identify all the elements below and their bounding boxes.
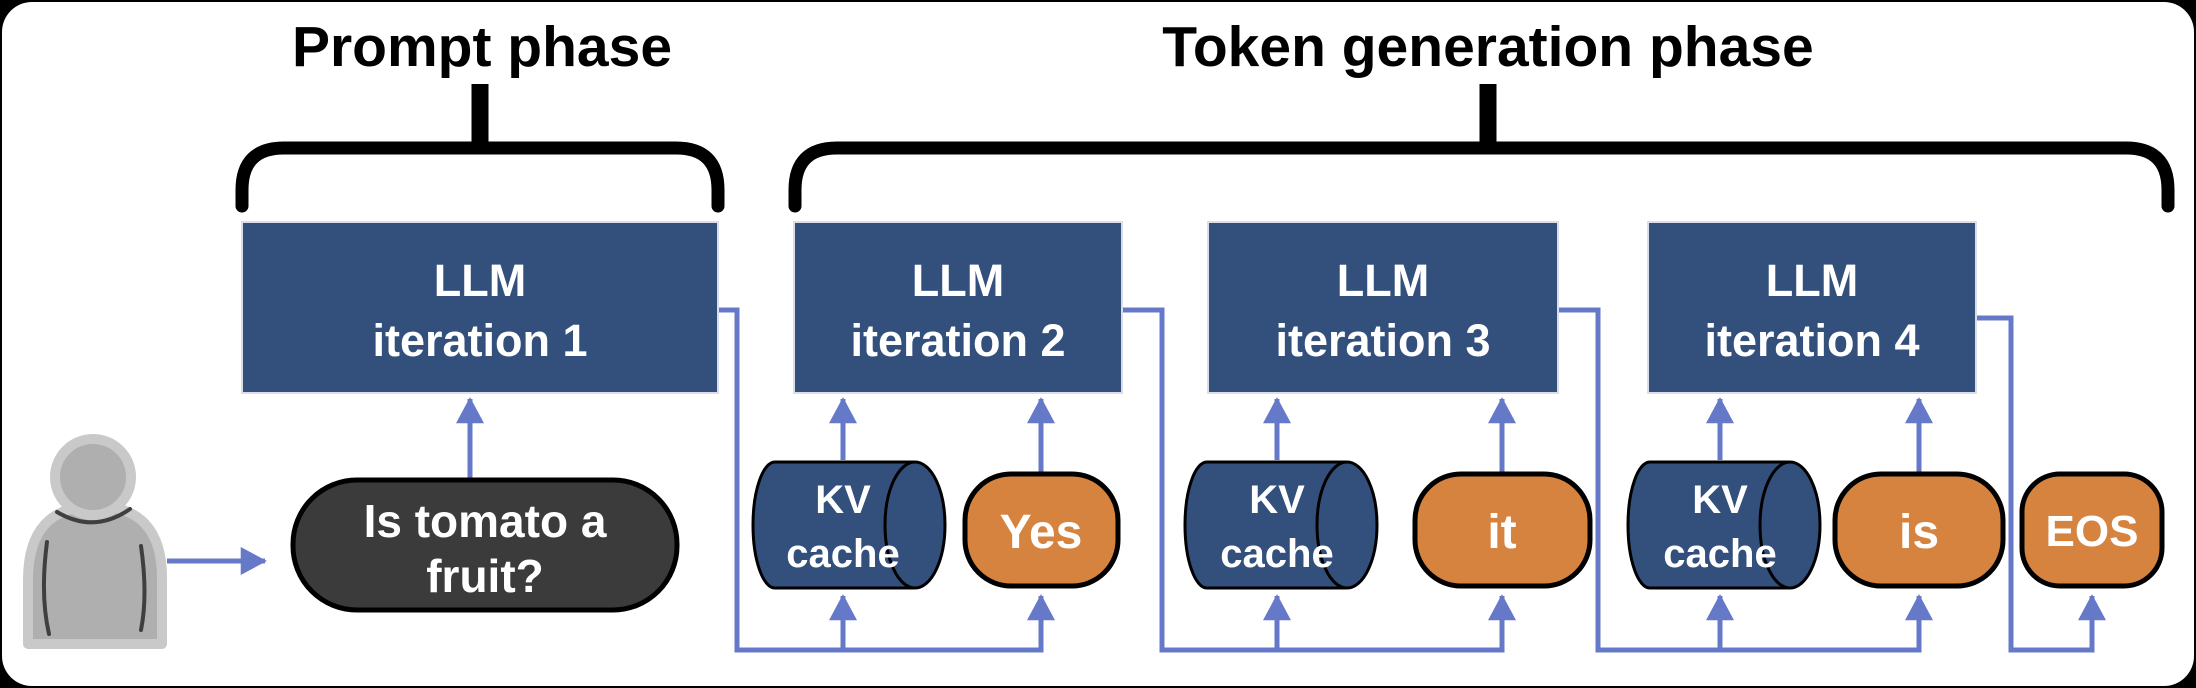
llm-iteration-4-line2: iteration 4	[1704, 315, 1919, 366]
kv-cache-1-line1: KV	[815, 478, 871, 522]
kv-cache-3-cap-line	[1758, 460, 1791, 590]
prompt-phase-brace	[235, 141, 725, 213]
llm-iteration-3-box	[1207, 221, 1559, 394]
token-eos-label: EOS	[2046, 507, 2139, 556]
llm-iteration-2-line2: iteration 2	[850, 315, 1065, 366]
person-seam-right	[139, 544, 147, 632]
llm-iteration-4-group: LLM iteration 4	[1647, 221, 1977, 394]
prompt-bubble	[290, 477, 680, 613]
llm-iteration-3-line1: LLM	[1337, 255, 1429, 306]
kv-cache-2-line1: KV	[1249, 478, 1305, 522]
iter1-output-to-group2-line	[718, 307, 1055, 653]
token-phase-brace	[788, 141, 2175, 213]
person-head	[50, 434, 136, 520]
prompt-bubble-group: Is tomato a fruit?	[290, 477, 680, 613]
kv-cache-2-group: KV cache	[1183, 460, 1379, 590]
token-bubble-eos-group: EOS	[2019, 471, 2165, 589]
token-bubble-is	[1832, 471, 2006, 589]
kv-cache-1-line2: cache	[786, 532, 899, 576]
llm-iteration-3-group: LLM iteration 3	[1207, 221, 1559, 394]
token-bubble-it-group: it	[1412, 471, 1593, 589]
phase-label-prompt: Prompt phase	[292, 15, 672, 79]
llm-iteration-1-group: LLM iteration 1	[241, 221, 719, 394]
iter2-output-to-group3-line	[1122, 307, 1516, 653]
llm-iteration-4-line1: LLM	[1766, 255, 1858, 306]
prompt-bubble-line1: Is tomato a	[364, 495, 607, 547]
llm-iteration-2-group: LLM iteration 2	[793, 221, 1123, 394]
user-icon	[23, 434, 167, 649]
token-bubble-yes	[962, 471, 1121, 589]
kv-cache-1-group: KV cache	[751, 460, 947, 590]
kv-cache-3-group: KV cache	[1626, 460, 1822, 590]
llm-iteration-2-line1: LLM	[912, 255, 1004, 306]
token-yes-label: Yes	[1000, 506, 1083, 559]
kv-cache-1-cap-line	[883, 460, 916, 590]
iter3-output-to-group4-line	[1558, 307, 1933, 653]
token-is-label: is	[1899, 506, 1939, 559]
llm-iteration-2-box	[793, 221, 1123, 394]
kv-cache-3-line2: cache	[1663, 532, 1776, 576]
llm-iteration-3-line2: iteration 3	[1275, 315, 1490, 366]
kv-cache-3-line1: KV	[1692, 478, 1748, 522]
token-bubble-eos	[2019, 471, 2165, 589]
kv-cache-2-cap-line	[1315, 460, 1348, 590]
llm-iteration-4-box	[1647, 221, 1977, 394]
llm-iteration-1-line2: iteration 1	[372, 315, 587, 366]
token-bubble-yes-group: Yes	[962, 471, 1121, 589]
llm-iteration-1-line1: LLM	[434, 255, 526, 306]
person-neck-line	[55, 507, 132, 525]
token-bubble-is-group: is	[1832, 471, 2006, 589]
iter4-output-to-eos-line	[1976, 315, 2106, 653]
kv-cache-2-line2: cache	[1220, 532, 1333, 576]
token-bubble-it	[1412, 471, 1593, 589]
prompt-bubble-line2: fruit?	[426, 550, 544, 602]
llm-iteration-1-box	[241, 221, 719, 394]
phase-label-token-generation: Token generation phase	[1162, 15, 1813, 79]
token-it-label: it	[1487, 506, 1516, 559]
person-seam-left	[41, 540, 51, 636]
